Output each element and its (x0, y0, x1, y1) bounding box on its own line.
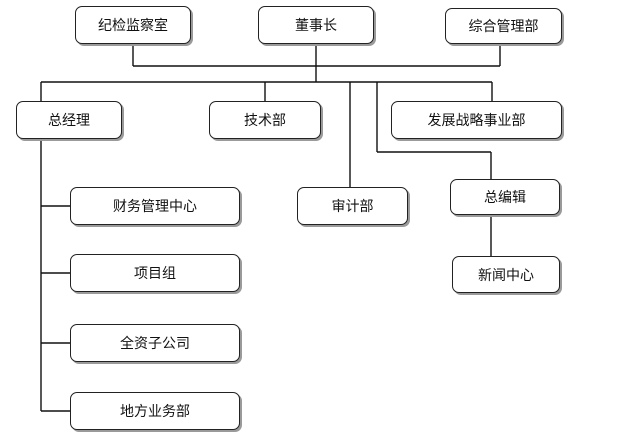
box-chief-editor-label: 总编辑 (484, 190, 526, 206)
box-audit-label: 审计部 (331, 199, 374, 215)
box-project-group-label: 项目组 (134, 266, 176, 282)
box-chief-editor: 总编辑 (450, 179, 560, 215)
box-finance: 财务管理中心 (70, 187, 240, 225)
box-audit: 审计部 (297, 187, 408, 225)
box-general-manager: 总经理 (16, 101, 122, 139)
box-chairman-label: 董事长 (295, 18, 337, 34)
box-tech: 技术部 (209, 101, 321, 139)
box-subsidiary-label: 全资子公司 (120, 336, 190, 352)
box-general-manager-label: 总经理 (48, 113, 90, 129)
box-chairman: 董事长 (258, 6, 374, 44)
box-subsidiary: 全资子公司 (70, 324, 240, 362)
box-strategy-label: 发展战略事业部 (427, 113, 526, 129)
box-regional-label: 地方业务部 (120, 404, 190, 420)
box-news-center-label: 新闻中心 (478, 267, 534, 284)
box-tech-label: 技术部 (244, 113, 286, 129)
box-regional: 地方业务部 (70, 392, 240, 430)
box-jijian-label: 纪检监察室 (98, 18, 168, 34)
box-finance-label: 财务管理中心 (113, 199, 197, 215)
box-strategy: 发展战略事业部 (391, 101, 562, 139)
box-project-group: 项目组 (70, 254, 240, 292)
box-zonghe: 综合管理部 (445, 8, 562, 44)
box-news-center: 新闻中心 (452, 256, 560, 293)
box-jijian: 纪检监察室 (75, 6, 191, 44)
box-zonghe-label: 综合管理部 (468, 19, 539, 35)
